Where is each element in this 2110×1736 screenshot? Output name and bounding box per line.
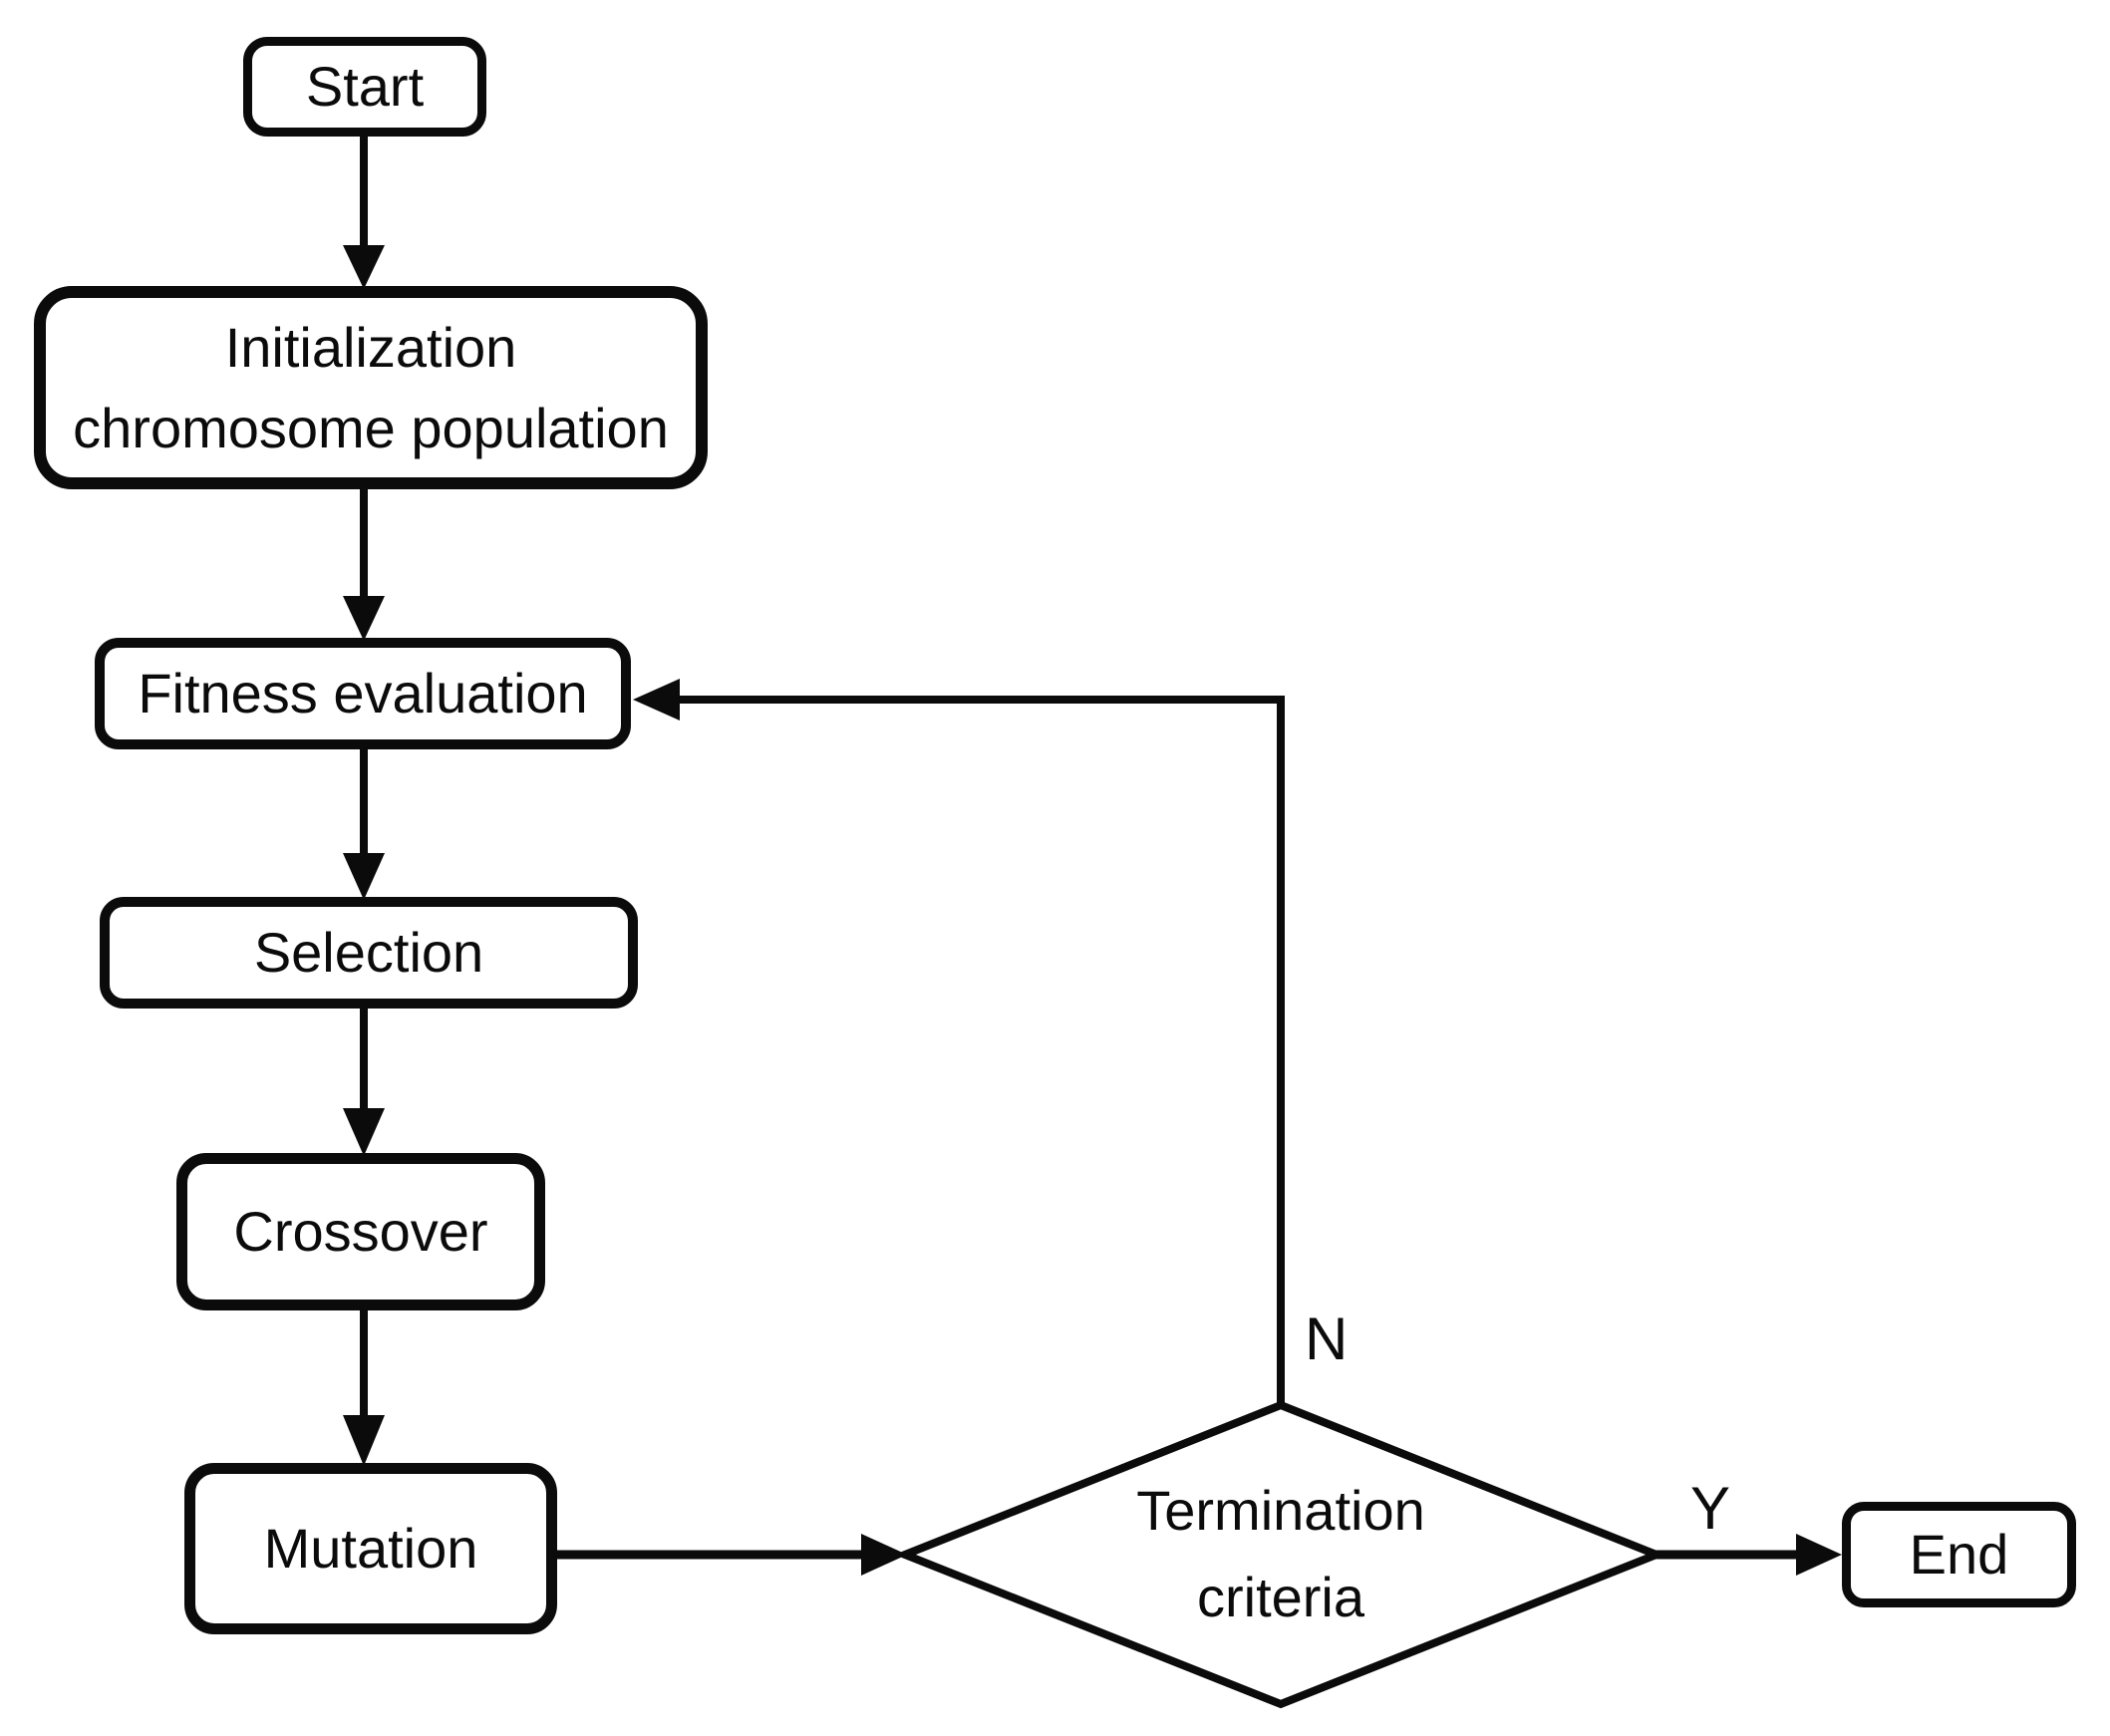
arrowhead-down-icon (343, 245, 385, 289)
edge-crossover-mutation (343, 1308, 385, 1466)
node-crossover-label: Crossover (233, 1200, 488, 1264)
arrowhead-down-icon (343, 1415, 385, 1466)
arrowhead-down-icon (343, 1108, 385, 1156)
node-mutation: Mutation (184, 1463, 557, 1634)
arrowhead-left-icon (633, 679, 680, 721)
node-initialization-label: Initialization chromosome population (73, 315, 669, 459)
node-termination-criteria-label: Termination criteria (1056, 1457, 1505, 1652)
edge-initialization-fitness (343, 487, 385, 641)
node-fitness-evaluation: Fitness evaluation (95, 638, 631, 749)
node-mutation-label: Mutation (263, 1517, 478, 1581)
arrowhead-down-icon (343, 596, 385, 641)
arrowhead-right-icon (861, 1534, 907, 1576)
node-end: End (1842, 1502, 2076, 1607)
node-selection: Selection (100, 897, 638, 1009)
node-selection-label: Selection (253, 921, 484, 985)
node-fitness-evaluation-label: Fitness evaluation (138, 662, 588, 725)
edge-label-yes: Y (1690, 1475, 1731, 1542)
arrowhead-down-icon (343, 853, 385, 900)
edge-selection-crossover (343, 1007, 385, 1156)
node-end-label: End (1909, 1523, 2009, 1587)
edge-start-initialization (343, 136, 385, 289)
edge-mutation-termination (554, 1534, 907, 1576)
node-initialization: Initialization chromosome population (34, 286, 708, 489)
arrowhead-right-icon (1796, 1534, 1842, 1576)
node-start: Start (243, 37, 486, 137)
edge-fitness-selection (343, 747, 385, 900)
edge-label-no: N (1305, 1305, 1349, 1372)
edge-termination-fitness-feedback (633, 679, 1285, 1407)
edge-termination-end (1655, 1534, 1842, 1576)
node-crossover: Crossover (176, 1153, 545, 1310)
node-start-label: Start (305, 55, 425, 119)
termination-criteria-text: Termination criteria (1136, 1479, 1425, 1628)
node-termination-criteria-shape (894, 1400, 1667, 1709)
